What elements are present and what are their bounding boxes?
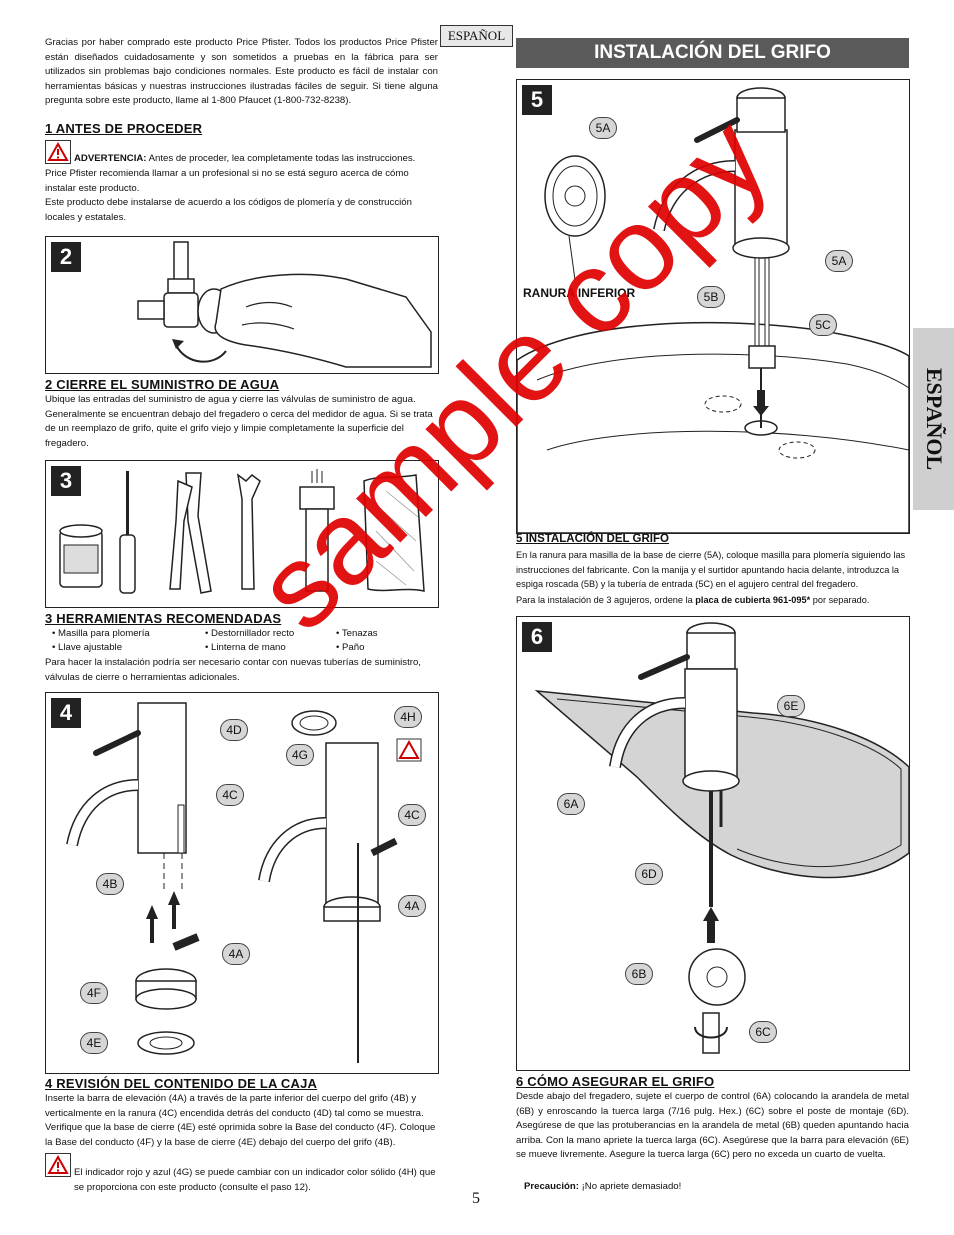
callout-4E: 4E: [80, 1032, 108, 1054]
callout-6E: 6E: [777, 695, 805, 717]
callout-5A: 5A: [825, 250, 853, 272]
step1-line2: Price Pfister recomienda llamar a un pro…: [45, 168, 409, 194]
step5-note-text: Para la instalación de 3 agujeros, orden…: [516, 595, 696, 605]
step6-figure: 6 6E 6A 6D 6B 6C: [516, 616, 910, 1071]
step5-number: 5: [522, 85, 552, 115]
step3-text: Para hacer la instalación podría ser nec…: [45, 657, 421, 683]
step3-figure: 3: [45, 460, 439, 608]
tool-item: • Linterna de mano: [205, 642, 286, 653]
step5-note: Para la instalación de 3 agujeros, orden…: [516, 593, 909, 608]
tool-item: • Paño: [336, 642, 365, 653]
callout-6C: 6C: [749, 1021, 777, 1043]
callout-4B: 4B: [96, 873, 124, 895]
callout-5B: 5B: [697, 286, 725, 308]
step6-caution: Precaución: ¡No apriete demasiado!: [524, 1180, 681, 1195]
step5-title: 5 INSTALACIÓN DEL GRIFO: [516, 533, 669, 545]
callout-6B: 6B: [625, 963, 653, 985]
step4-text: Inserte la barra de elevación (4A) a tra…: [45, 1093, 436, 1148]
warning-icon: [45, 140, 71, 164]
shutoff-valve-illustration: [137, 241, 432, 368]
side-tab-label: ESPAÑOL: [921, 367, 947, 471]
faucet-install-illustration: [517, 87, 909, 533]
step4-title: 4 REVISIÓN DEL CONTENIDO DE LA CAJA: [45, 1076, 318, 1091]
caution-label: Precaución:: [524, 1181, 579, 1192]
callout-4A: 4A: [222, 943, 250, 965]
callout-6D: 6D: [635, 863, 663, 885]
step1-title: 1 ANTES DE PROCEDER: [45, 121, 203, 136]
intro-text: Gracias por haber comprado este producto…: [45, 37, 438, 107]
step6-text: Desde abajo del fregadero, sujete el cue…: [516, 1091, 909, 1161]
tools-illustration: [59, 469, 425, 594]
callout-4A: 4A: [398, 895, 426, 917]
cover-plate-part: placa de cubierta 961-095*: [695, 595, 811, 605]
language-tag: ESPAÑOL: [440, 25, 513, 47]
tool-item: • Llave ajustable: [52, 642, 123, 653]
callout-4D: 4D: [220, 719, 248, 741]
step1-line3: Este producto debe instalarse de acuerdo…: [45, 197, 412, 223]
callout-4G: 4G: [286, 744, 314, 766]
step3-number: 3: [51, 466, 81, 496]
step6-title: 6 CÓMO ASEGURAR EL GRIFO: [516, 1074, 715, 1089]
callout-5A: 5A: [589, 117, 617, 139]
step5-figure: 5 5A 5A 5B 5C RANURA INFERIOR: [516, 79, 910, 534]
step4-figure: 4 4D 4H 4G 4C 4C 4B 4A 4A 4F: [45, 692, 439, 1074]
step3-title: 3 HERRAMIENTAS RECOMENDADAS: [45, 611, 282, 626]
callout-4C: 4C: [398, 804, 426, 826]
callout-6A: 6A: [557, 793, 585, 815]
tool-item: • Destornillador recto: [205, 628, 295, 639]
callout-4F: 4F: [80, 982, 108, 1004]
step6-number: 6: [522, 622, 552, 652]
tool-item: • Tenazas: [336, 628, 378, 639]
box-contents-illustration: [66, 702, 422, 1063]
step5-text: En la ranura para masilla de la base de …: [516, 550, 906, 590]
step2-figure: 2: [45, 236, 439, 374]
section-title: INSTALACIÓN DEL GRIFO: [516, 38, 909, 68]
page-number: 5: [472, 1190, 480, 1207]
faucet-securing-illustration: [534, 622, 909, 1054]
callout-4C: 4C: [216, 784, 244, 806]
step4-number: 4: [51, 698, 81, 728]
step2-number: 2: [51, 242, 81, 272]
callout-5C: 5C: [809, 314, 837, 336]
warning-text: Antes de proceder, lea completamente tod…: [146, 153, 416, 164]
step2-text: Ubique las entradas del suministro de ag…: [45, 394, 433, 449]
language-side-tab[interactable]: ESPAÑOL: [913, 328, 954, 510]
step4-note: El indicador rojo y azul (4G) se puede c…: [74, 1167, 436, 1193]
step2-title: 2 CIERRE EL SUMINISTRO DE AGUA: [45, 377, 280, 392]
step5-note-end: por separado.: [810, 595, 870, 605]
warning-icon: [45, 1153, 71, 1177]
callout-4H: 4H: [394, 706, 422, 728]
bottom-groove-label: RANURA INFERIOR: [523, 286, 636, 300]
caution-text: ¡No apriete demasiado!: [578, 1181, 682, 1192]
tool-item: • Masilla para plomería: [52, 628, 150, 639]
warning-label: ADVERTENCIA:: [74, 153, 147, 164]
step1-warning: ADVERTENCIA: Antes de proceder, lea comp…: [74, 152, 440, 167]
